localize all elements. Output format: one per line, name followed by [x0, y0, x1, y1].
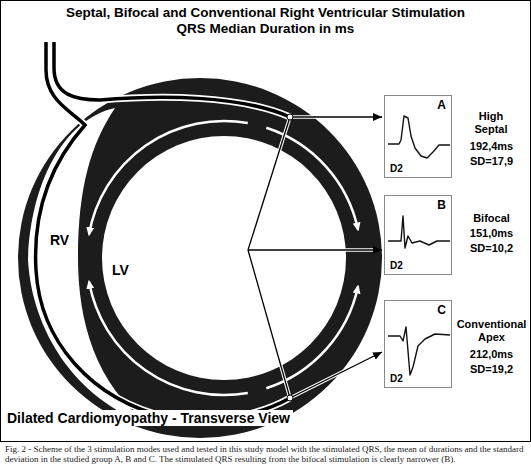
- view-label: Dilated Cardiomyopathy - Transverse View: [4, 410, 293, 426]
- standard-deviation: SD=10,2: [455, 242, 528, 255]
- lead-name: D2: [390, 260, 403, 271]
- ecg-trace: [388, 327, 450, 375]
- pointer-arrow: [290, 116, 382, 117]
- mode-name: Conventional Apex: [455, 318, 528, 344]
- mode-name: Bifocal: [455, 212, 528, 225]
- lead-name: D2: [390, 163, 403, 174]
- pointer-lines: [248, 117, 382, 398]
- lead-name: D2: [390, 373, 403, 384]
- ecg-panel: B D2: [384, 195, 452, 275]
- pacing-lead: [36, 42, 290, 420]
- pointer-line: [248, 250, 290, 398]
- pacing-lead: [54, 42, 290, 117]
- pacing-site: [287, 114, 293, 120]
- activation-arrow: [89, 282, 248, 395]
- pointer-halos: [248, 117, 376, 398]
- standard-deviation: SD=19,2: [455, 363, 528, 376]
- figure-frame: [1, 1, 531, 442]
- ecg-trace: [388, 116, 450, 158]
- activation-arrows: [89, 121, 358, 395]
- panel-letter: C: [437, 304, 446, 317]
- lead-halo: [54, 42, 290, 117]
- panel-letter: B: [437, 199, 446, 212]
- mode-name: High Septal: [466, 110, 516, 136]
- lv-cavity: [102, 136, 346, 380]
- chamber-label: LV: [112, 262, 129, 278]
- qrs-duration: 151,0ms: [455, 227, 528, 240]
- chamber-label: RV: [50, 232, 69, 248]
- myocardium: [18, 78, 382, 438]
- standard-deviation: SD=17,9: [455, 155, 528, 168]
- pointer-halo: [248, 117, 290, 250]
- pointer-halo: [248, 250, 290, 398]
- pointer-arrow: [290, 352, 382, 398]
- activation-arrow: [266, 286, 358, 388]
- figure-caption: Fig. 2 - Scheme of the 3 stimulation mod…: [5, 444, 526, 465]
- qrs-duration: 192,4ms: [455, 140, 528, 153]
- panel-letter: A: [437, 99, 446, 112]
- pacing-site: [287, 395, 293, 401]
- ecg-panel: A D2: [384, 95, 452, 178]
- activation-arrow: [89, 121, 248, 234]
- pointer-line: [248, 117, 290, 250]
- figure-title: Septal, Bifocal and Conventional Right V…: [58, 5, 473, 37]
- lead-halo: [36, 42, 290, 420]
- ecg-panel: C D2: [384, 300, 452, 388]
- ecg-trace: [388, 216, 450, 248]
- pointer-arrow: [248, 249, 382, 250]
- qrs-duration: 212,0ms: [455, 348, 528, 361]
